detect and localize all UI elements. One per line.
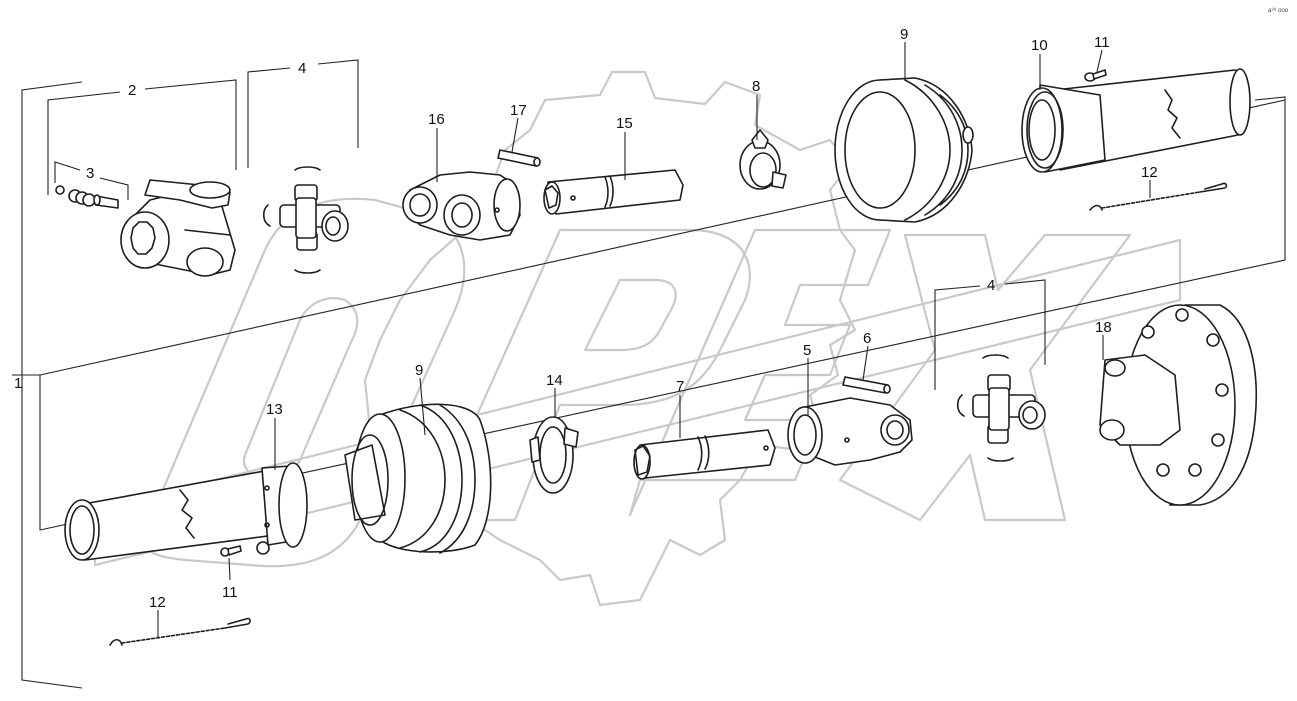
part-10-outer-guard-tube xyxy=(1021,68,1251,173)
part-11-screw-bottom xyxy=(220,545,242,557)
part-4-cross-journal-top xyxy=(262,166,349,274)
part-12-safety-chain-top xyxy=(1089,182,1228,211)
part-2-splined-yoke xyxy=(120,179,236,277)
part-11-screw-top xyxy=(1084,69,1107,82)
part-4-cross-journal-bottom xyxy=(956,354,1046,462)
callout-3: 3 xyxy=(86,165,94,182)
callout-11-bottom: 11 xyxy=(222,584,238,601)
part-18-flange-yoke xyxy=(1099,304,1258,506)
callout-8: 8 xyxy=(752,78,760,95)
callout-5: 5 xyxy=(803,342,811,359)
part-9-guard-cone-top xyxy=(834,77,974,223)
callout-labels: 1 2 3 4 16 17 15 8 9 10 11 12 13 11 12 9… xyxy=(14,26,1158,611)
callout-9-top: 9 xyxy=(900,26,908,43)
part-16-inner-yoke xyxy=(402,171,521,241)
callout-17: 17 xyxy=(510,102,527,119)
callout-4-bottom: 4 xyxy=(987,277,995,294)
callout-2: 2 xyxy=(128,82,136,99)
part-3-lock-pin-set xyxy=(55,185,119,209)
part-9-guard-cone-bottom xyxy=(344,403,492,554)
callout-1: 1 xyxy=(14,375,22,392)
callout-14: 14 xyxy=(546,372,563,389)
callout-4-top: 4 xyxy=(298,60,306,77)
part-17-spring-pin xyxy=(497,149,541,167)
callout-10: 10 xyxy=(1031,37,1048,54)
part-6-spring-pin xyxy=(842,376,891,394)
callout-16: 16 xyxy=(428,111,445,128)
callout-13: 13 xyxy=(266,401,283,418)
callout-6: 6 xyxy=(863,330,871,347)
part-15-inner-profile-tube xyxy=(543,169,684,215)
part-14-bearing-ring xyxy=(529,416,579,494)
part-12-safety-chain-bottom xyxy=(109,617,251,646)
corner-code: a⁹⁸ ooo xyxy=(1268,7,1289,14)
callout-7: 7 xyxy=(676,378,684,395)
part-8-bearing-ring xyxy=(739,129,787,190)
callout-11-top: 11 xyxy=(1094,34,1110,51)
part-7-outer-profile-tube xyxy=(633,429,776,480)
part-5-inner-yoke xyxy=(787,397,913,466)
callout-9-bottom: 9 xyxy=(415,362,423,379)
callout-12-bottom: 12 xyxy=(149,594,166,611)
callout-18: 18 xyxy=(1095,319,1112,336)
part-13-outer-guard-tube-bottom xyxy=(64,462,308,561)
leader-lines xyxy=(47,42,1151,638)
callout-12-top: 12 xyxy=(1141,164,1158,181)
callout-15: 15 xyxy=(616,115,633,132)
